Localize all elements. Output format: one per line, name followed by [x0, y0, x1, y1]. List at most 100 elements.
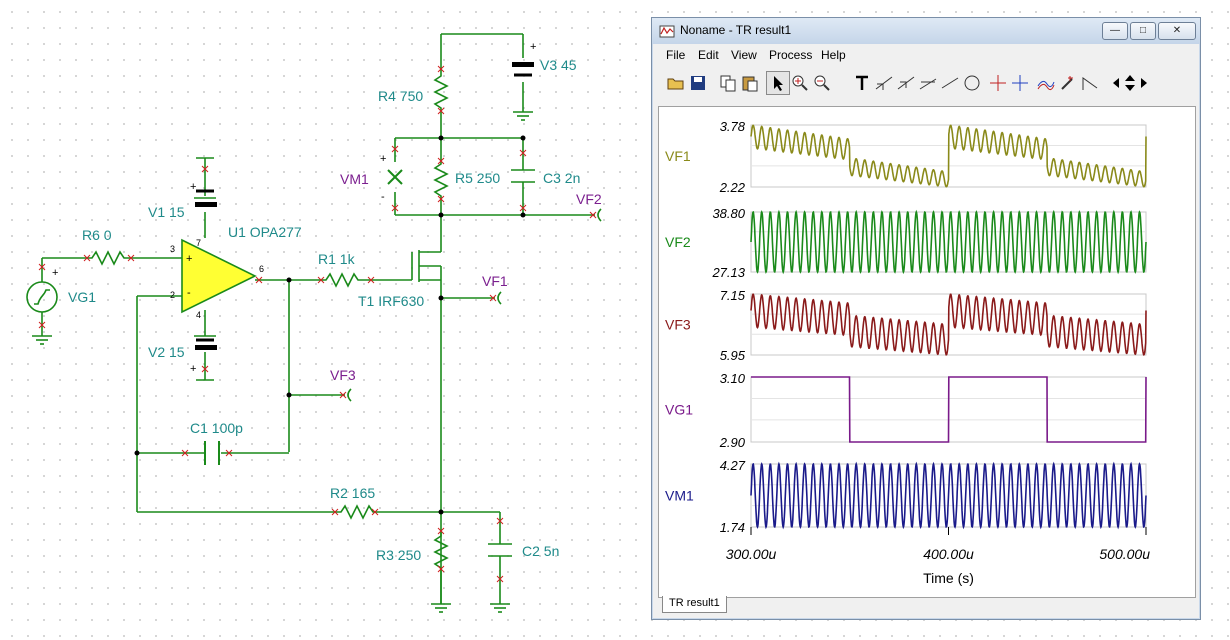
vm1-label: VM1	[340, 171, 369, 187]
minimize-button[interactable]: —	[1102, 22, 1128, 40]
menu-help[interactable]: Help	[821, 48, 846, 62]
t1-label: T1 IRF630	[358, 293, 424, 309]
pin-4: 4	[196, 310, 201, 320]
opamp-plus-sign: +	[186, 253, 192, 265]
vm1-minus-sign: -	[381, 191, 385, 203]
scroll-left-icon[interactable]	[1108, 71, 1124, 95]
c1-label: C1 100p	[190, 420, 243, 436]
vf2-probe-symbol[interactable]	[597, 208, 602, 222]
vg1-ymax-label: 3.10	[720, 371, 746, 386]
vf2-trace	[750, 209, 1147, 275]
title-bar[interactable]: Noname - TR result1 — □ ✕	[652, 18, 1200, 44]
c3-label: C3 2n	[543, 170, 580, 186]
r1-resistor[interactable]	[320, 272, 372, 288]
menu-file[interactable]: File	[666, 48, 686, 62]
x-axis-label: Time (s)	[923, 570, 974, 586]
scroll-updown-icon[interactable]	[1122, 71, 1138, 95]
line-tool-icon[interactable]	[938, 71, 962, 95]
r4-resistor[interactable]	[433, 70, 449, 138]
maximize-button[interactable]: □	[1130, 22, 1156, 40]
vf3-trace	[750, 293, 1147, 356]
cursor-c-icon[interactable]	[916, 71, 940, 95]
u1-label: U1 OPA277	[228, 224, 302, 240]
r2-label: R2 165	[330, 485, 375, 501]
v2-battery-symbol[interactable]	[195, 345, 217, 350]
tr-result-window[interactable]: Noname - TR result1 — □ ✕ File Edit View…	[651, 17, 1201, 620]
pin-7: 7	[196, 238, 201, 248]
cursor-a-icon[interactable]	[872, 71, 896, 95]
status-bar: TR result1	[658, 596, 1194, 614]
r1-label: R1 1k	[318, 251, 356, 267]
v2-label: V2 15	[148, 344, 185, 360]
r2-resistor[interactable]	[335, 504, 441, 520]
x-tick-label-1: 400.00u	[923, 546, 974, 562]
toolbar	[660, 71, 1192, 95]
vm1-series-name: VM1	[665, 488, 694, 504]
u1-opamp-symbol[interactable]	[181, 238, 257, 314]
r4-label: R4 750	[378, 88, 423, 104]
window-title: Noname - TR result1	[680, 23, 792, 37]
r6-resistor[interactable]	[85, 250, 130, 266]
v2-plus-sign: +	[190, 363, 196, 375]
v3-plus-sign: +	[530, 41, 536, 53]
menu-edit[interactable]: Edit	[698, 48, 719, 62]
tab-tr-result1[interactable]: TR result1	[662, 596, 727, 613]
close-button[interactable]: ✕	[1158, 22, 1196, 40]
v1-label: V1 15	[148, 204, 185, 220]
vg1-series-name: VG1	[665, 402, 693, 418]
scroll-right-icon[interactable]	[1136, 71, 1152, 95]
pin-3: 3	[170, 244, 175, 254]
pointer-icon[interactable]	[766, 71, 790, 95]
vf2-ymax-label: 38.80	[712, 206, 745, 221]
app-icon	[659, 25, 675, 38]
paste-icon[interactable]	[738, 71, 762, 95]
circle-tool-icon[interactable]	[960, 71, 984, 95]
vg1-trace	[751, 376, 1147, 443]
vf2-label: VF2	[576, 191, 602, 207]
open-folder-icon[interactable]	[664, 71, 688, 95]
vf1-trace	[750, 124, 1147, 188]
r5-label: R5 250	[455, 170, 500, 186]
v3-label: V3 45	[540, 57, 577, 73]
cursor-b-blue-icon[interactable]	[1008, 71, 1032, 95]
r6-label: R6 0	[82, 227, 112, 243]
r5-resistor[interactable]	[433, 158, 449, 215]
probe-icon[interactable]	[1056, 71, 1080, 95]
add-curve-icon[interactable]	[1034, 71, 1058, 95]
c2-label: C2 5n	[522, 543, 559, 559]
menu-view[interactable]: View	[731, 48, 757, 62]
vm1-ymax-label: 4.27	[720, 458, 746, 473]
vf2-ymin-label: 27.13	[711, 265, 745, 280]
cursor-b-icon[interactable]	[894, 71, 918, 95]
vf1-label: VF1	[482, 273, 508, 289]
text-tool-icon[interactable]	[850, 71, 874, 95]
zoom-in-icon[interactable]	[788, 71, 812, 95]
vf1-ymax-label: 3.78	[720, 119, 746, 134]
vg1-label: VG1	[68, 289, 96, 305]
v1-plus-sign: +	[190, 181, 196, 193]
r3-label: R3 250	[376, 547, 421, 563]
vf3-label: VF3	[330, 367, 356, 383]
zoom-out-icon[interactable]	[810, 71, 834, 95]
v3-battery-symbol[interactable]	[512, 62, 534, 67]
copy-icon[interactable]	[716, 71, 740, 95]
vf3-ymax-label: 7.15	[720, 288, 746, 303]
step-icon[interactable]	[1078, 71, 1102, 95]
vf1-probe-symbol[interactable]	[497, 291, 502, 305]
save-icon[interactable]	[686, 71, 710, 95]
pin-6: 6	[259, 264, 264, 274]
x-tick-label-0: 300.00u	[726, 546, 777, 562]
vm1-plus-sign: +	[380, 153, 386, 165]
cursor-a-red-icon[interactable]	[986, 71, 1010, 95]
menu-process[interactable]: Process	[769, 48, 813, 62]
v1-battery-symbol[interactable]	[195, 202, 217, 207]
vm1-ymin-label: 1.74	[720, 520, 745, 535]
vm1-trace	[750, 461, 1147, 530]
transient-chart[interactable]: 3.782.22VF138.8027.13VF27.155.95VF33.102…	[659, 107, 1195, 597]
circuit-schematic[interactable]: VG1 R6 0 V1 15 U1 OPA277 V2 15 R1 1k T1 …	[0, 0, 650, 640]
menu-bar: File Edit View Process Help	[652, 45, 1200, 65]
vg1-ymin-label: 2.90	[719, 435, 746, 450]
vf3-probe-symbol[interactable]	[347, 388, 352, 402]
vf2-series-name: VF2	[665, 234, 691, 250]
